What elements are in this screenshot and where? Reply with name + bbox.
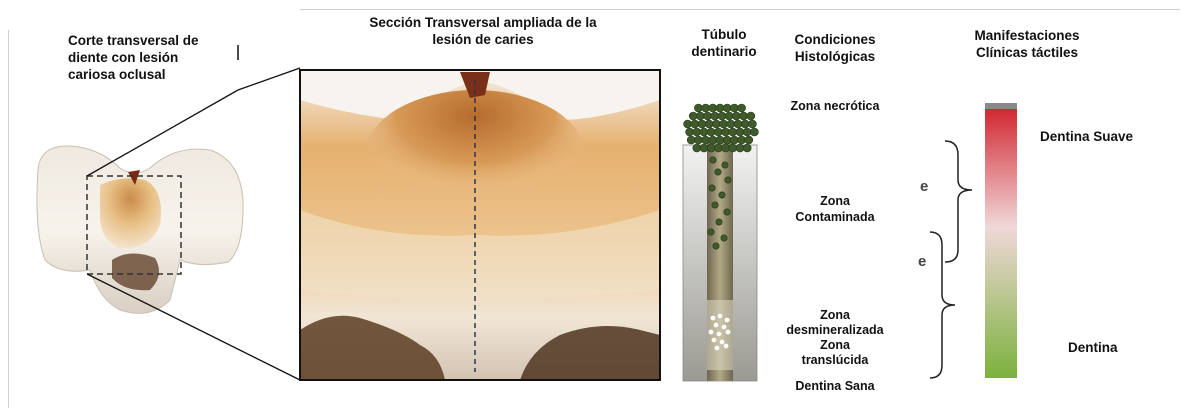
bacterium [704, 112, 712, 120]
bacterium [698, 120, 706, 128]
bacterium [729, 128, 737, 136]
crystal [723, 343, 728, 348]
bacterium [718, 112, 726, 120]
bacterium [723, 136, 731, 144]
bacterium [684, 120, 692, 128]
bacterium [691, 120, 699, 128]
bacterium [723, 104, 731, 112]
bacterium [702, 104, 710, 112]
bacterium [709, 136, 717, 144]
bacterium [689, 112, 697, 120]
clinical-hard-label: Dentina [1068, 339, 1118, 356]
crystal [714, 345, 719, 350]
bacterium [713, 243, 719, 249]
bacterium [734, 120, 742, 128]
bacterium [693, 128, 701, 136]
bacterium [730, 136, 738, 144]
bacterium [687, 136, 695, 144]
section-title: Sección Transversal ampliada de la lesió… [338, 14, 628, 48]
bacterium [722, 162, 728, 168]
bacterium [736, 144, 744, 152]
bacterium [705, 120, 713, 128]
bacterium [721, 235, 727, 241]
bacterium [716, 104, 724, 112]
bacterium [722, 144, 730, 152]
bacterium [741, 120, 749, 128]
crystal [719, 339, 724, 344]
bacterium [694, 104, 702, 112]
bacterium [710, 157, 716, 163]
bacterium [720, 120, 728, 128]
bacterium [696, 112, 704, 120]
zone-healthy-label: Dentina Sana [770, 378, 900, 392]
bacterium [711, 112, 719, 120]
bracket-upper-letter: e [920, 178, 928, 195]
bacterium [708, 229, 714, 235]
tubule-title: Túbulo dentinario [672, 26, 776, 60]
bacterium [716, 136, 724, 144]
zone-translucent-label: Zona translúcida [770, 338, 900, 368]
crystal [710, 315, 715, 320]
histology-title: Condiciones Histológicas [780, 31, 890, 65]
bacterium [700, 144, 708, 152]
magnified-section-image [300, 70, 660, 380]
bacterium [719, 192, 725, 198]
bacterium [738, 136, 746, 144]
bacterium [729, 144, 737, 152]
bacterium [736, 128, 744, 136]
bacterium [693, 144, 701, 152]
bacterium [750, 128, 758, 136]
crystal [721, 324, 726, 329]
bacterium [700, 128, 708, 136]
bacterium [716, 219, 722, 225]
bacterium [725, 177, 731, 183]
tubule-illustration [683, 104, 758, 381]
bracket-upper [945, 141, 972, 262]
bacterium [709, 104, 717, 112]
clinical-gradient-bar [985, 103, 1017, 378]
bacterium [715, 169, 721, 175]
crystal [716, 331, 721, 336]
crystal [717, 313, 722, 318]
tooth-section-image [37, 146, 243, 313]
bracket-lower-letter: e [918, 253, 926, 270]
bacterium [702, 136, 710, 144]
bacterium [732, 112, 740, 120]
bacterium [743, 128, 751, 136]
zone-necrotic-label: Zona necrótica [770, 98, 900, 115]
crystal [725, 329, 730, 334]
bracket-lower [930, 232, 955, 378]
bacterium [709, 185, 715, 191]
zone-demineralized-label: Zona desmineralizada [770, 308, 900, 338]
bacterium [745, 136, 753, 144]
bacterium [725, 112, 733, 120]
crystal [711, 337, 716, 342]
crystal [708, 329, 713, 334]
bacterium [712, 202, 718, 208]
bacterium [738, 104, 746, 112]
crystal [713, 322, 718, 327]
crystal [724, 317, 729, 322]
bacterium [714, 144, 722, 152]
bacterium [714, 128, 722, 136]
bacterium [712, 120, 720, 128]
bacterium [743, 144, 751, 152]
clinical-soft-label: Dentina Suave [1040, 128, 1133, 145]
bacterium [707, 128, 715, 136]
bacterium [694, 136, 702, 144]
bacterium [730, 104, 738, 112]
bacterium [740, 112, 748, 120]
tooth-title: Corte transversal de diente con lesión c… [68, 32, 218, 83]
bacterium [686, 128, 694, 136]
zone-contaminated-label: Zona Contaminada [780, 193, 890, 225]
clinical-title: Manifestaciones Clínicas táctiles [952, 27, 1102, 61]
bacterium [724, 209, 730, 215]
bacterium [727, 120, 735, 128]
bacterium [707, 144, 715, 152]
bacterium [747, 112, 755, 120]
zoom-line-bottom [87, 274, 300, 380]
bacterium [748, 120, 756, 128]
bacterium [722, 128, 730, 136]
